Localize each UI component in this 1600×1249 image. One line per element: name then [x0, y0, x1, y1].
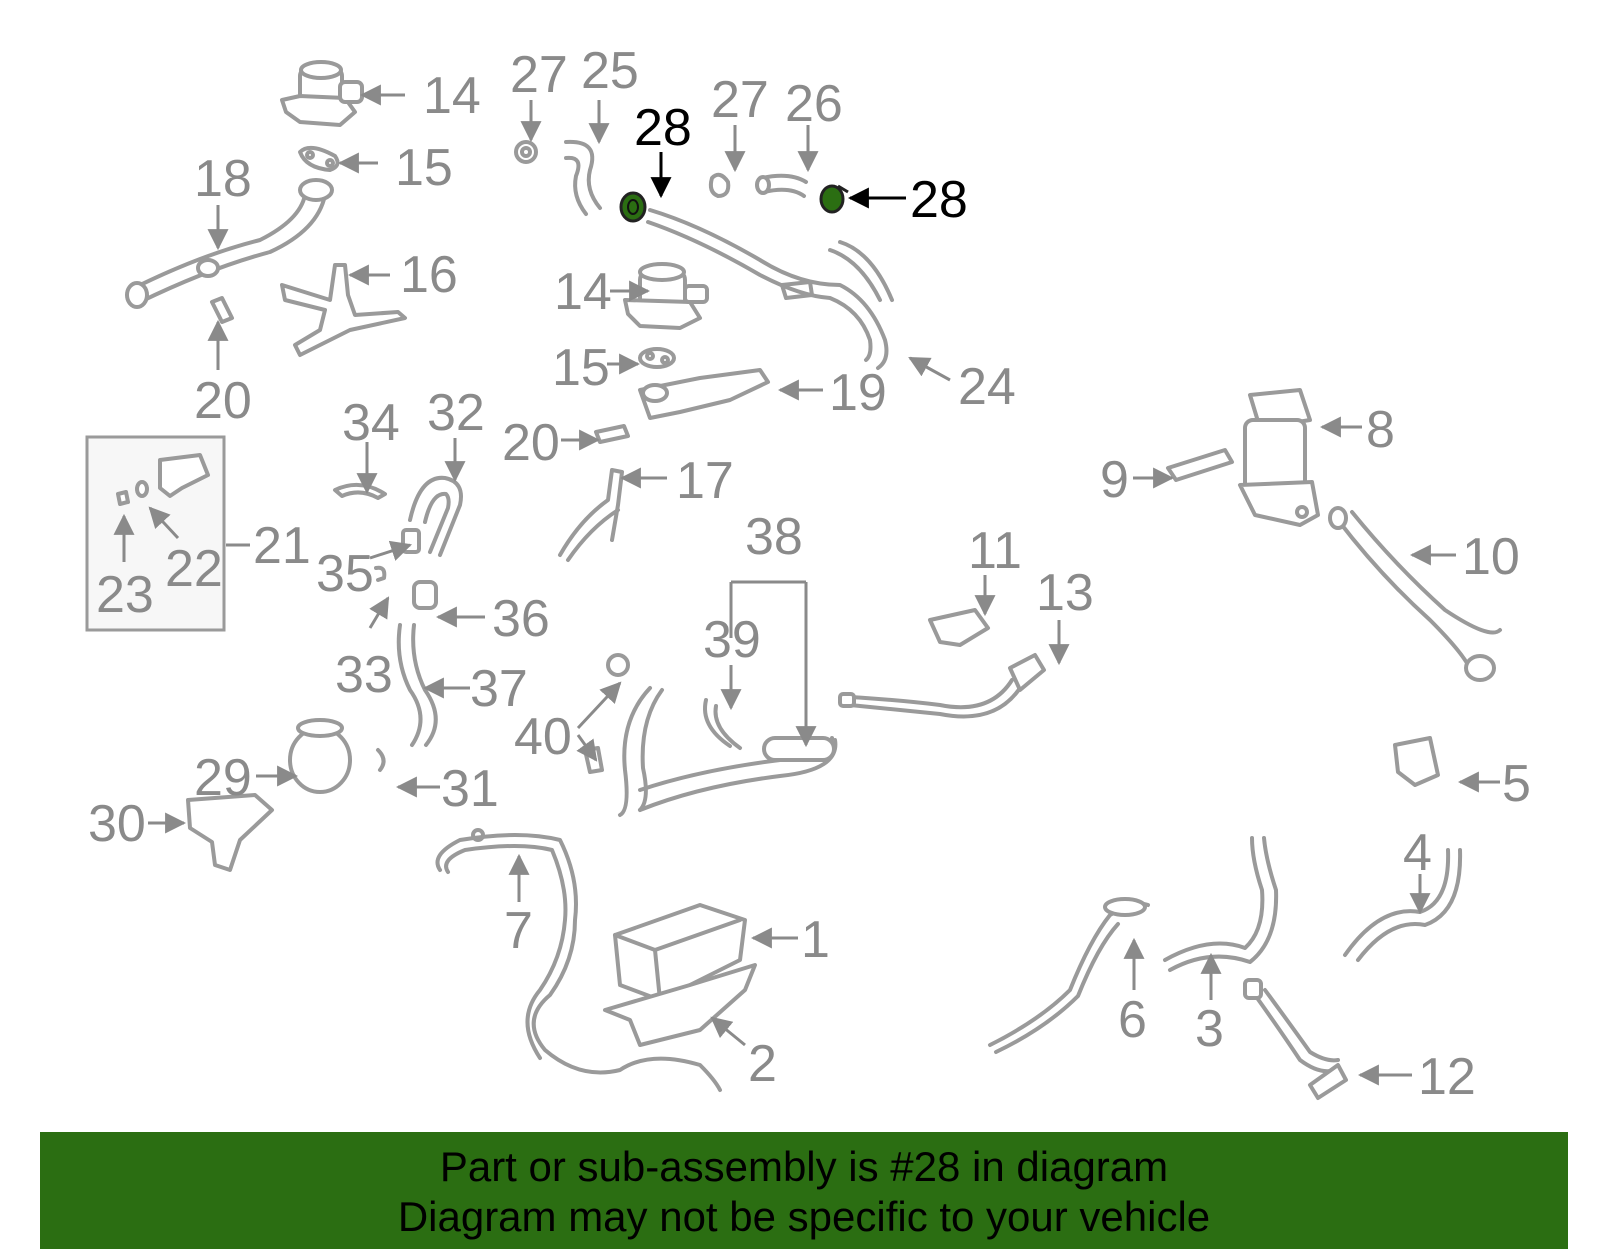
part-12-o2-sensor[interactable]	[1243, 978, 1348, 1100]
part-9-gasket[interactable]	[1166, 448, 1234, 482]
part-34-clamp[interactable]	[333, 482, 387, 500]
callout-33: 33	[335, 646, 393, 704]
part-16-bracket[interactable]	[280, 263, 407, 357]
callout-2: 2	[748, 1035, 777, 1093]
part-8-egr-valve[interactable]	[1238, 388, 1320, 527]
callout-27: 27	[510, 46, 568, 104]
callout-6: 6	[1118, 991, 1147, 1049]
part-37-hose[interactable]	[396, 623, 438, 747]
callout-labels: 14 15 18 16 20 27 25 28 27 26 28 14 15 1…	[88, 42, 1531, 1106]
callout-17: 17	[676, 452, 734, 510]
callout-34: 34	[342, 394, 400, 452]
part-20-sensor-middle[interactable]	[594, 424, 630, 444]
part-26-hose[interactable]	[755, 173, 808, 198]
part-7-vacuum-line[interactable]	[435, 828, 722, 1092]
callout-29: 29	[194, 749, 252, 807]
callout-25: 25	[581, 42, 639, 100]
callout-8: 8	[1366, 401, 1395, 459]
part-15-gasket-upper[interactable]	[298, 145, 340, 172]
part-25-hose[interactable]	[564, 139, 602, 216]
callout-19: 19	[829, 364, 887, 422]
part-36-valve[interactable]	[412, 580, 438, 610]
callout-9: 9	[1100, 451, 1129, 509]
callout-38: 38	[745, 508, 803, 566]
callout-15: 15	[552, 339, 610, 397]
callout-5: 5	[1502, 755, 1531, 813]
callout-27: 27	[711, 71, 769, 129]
part-38-hose-assembly[interactable]	[583, 653, 838, 817]
part-14-valve-middle[interactable]	[623, 262, 709, 330]
info-banner: Part or sub-assembly is #28 in diagram D…	[40, 1132, 1568, 1249]
part-3-line[interactable]	[1163, 836, 1279, 972]
callout-24: 24	[958, 358, 1016, 416]
part-14-valve-upper[interactable]	[280, 60, 364, 127]
part-5-sensor[interactable]	[1393, 736, 1440, 787]
part-31-clip[interactable]	[376, 748, 386, 772]
callout-1: 1	[801, 911, 830, 969]
part-20-sensor-left[interactable]	[210, 296, 234, 324]
callout-35: 35	[316, 545, 374, 603]
callout-16: 16	[400, 246, 458, 304]
callout-23: 23	[96, 566, 154, 624]
callout-28-highlighted: 28	[634, 99, 692, 157]
part-11-sensor[interactable]	[928, 608, 990, 647]
callout-12: 12	[1418, 1048, 1476, 1106]
part-29-valve[interactable]	[288, 718, 352, 794]
part-10-pipe[interactable]	[1328, 506, 1502, 682]
callout-28-highlighted: 28	[910, 171, 968, 229]
callout-39: 39	[703, 611, 761, 669]
part-13-sensor-wire[interactable]	[838, 653, 1046, 719]
callout-37: 37	[470, 660, 528, 718]
part-27-clamp-b[interactable]	[708, 172, 731, 198]
callout-26: 26	[785, 75, 843, 133]
callout-7: 7	[504, 902, 533, 960]
callout-14: 14	[554, 263, 612, 321]
callout-31: 31	[441, 760, 499, 818]
part-24-pipe[interactable]	[646, 208, 894, 370]
callout-20: 20	[502, 414, 560, 472]
part-19-adapter[interactable]	[638, 368, 770, 420]
part-6-line[interactable]	[988, 897, 1150, 1054]
part-18-egr-pipe[interactable]	[125, 178, 334, 309]
part-15-gasket-middle[interactable]	[638, 347, 676, 369]
callout-40: 40	[514, 708, 572, 766]
part-21-sensor-assembly-box[interactable]	[85, 435, 226, 632]
part-2-bracket[interactable]	[603, 963, 757, 1047]
callout-13: 13	[1036, 564, 1094, 622]
banner-line-disclaimer: Diagram may not be specific to your vehi…	[397, 1193, 1211, 1240]
callout-10: 10	[1462, 528, 1520, 586]
part-28-clamp-highlighted-b[interactable]	[819, 184, 849, 214]
part-17-bracket[interactable]	[558, 468, 624, 562]
callout-18: 18	[194, 150, 252, 208]
callout-20: 20	[194, 372, 252, 430]
callout-11: 11	[968, 522, 1022, 580]
callout-21: 21	[253, 517, 311, 575]
banner-line-part-number: Part or sub-assembly is #28 in diagram	[439, 1143, 1169, 1190]
part-1-canister[interactable]	[613, 903, 747, 1002]
part-30-bracket[interactable]	[186, 793, 274, 872]
part-27-clamp-a[interactable]	[514, 140, 538, 164]
callout-4: 4	[1403, 824, 1432, 882]
callout-30: 30	[88, 795, 146, 853]
part-33-clip[interactable]	[374, 565, 387, 582]
part-28-clamp-highlighted-a[interactable]	[619, 191, 647, 223]
callout-3: 3	[1195, 1000, 1224, 1058]
callout-15: 15	[395, 139, 453, 197]
leader-lines	[113, 84, 1500, 1086]
callout-22: 22	[165, 540, 223, 598]
part-35-fitting[interactable]	[401, 528, 421, 554]
callout-14: 14	[423, 67, 481, 125]
callout-36: 36	[492, 590, 550, 648]
callout-32: 32	[427, 384, 485, 442]
